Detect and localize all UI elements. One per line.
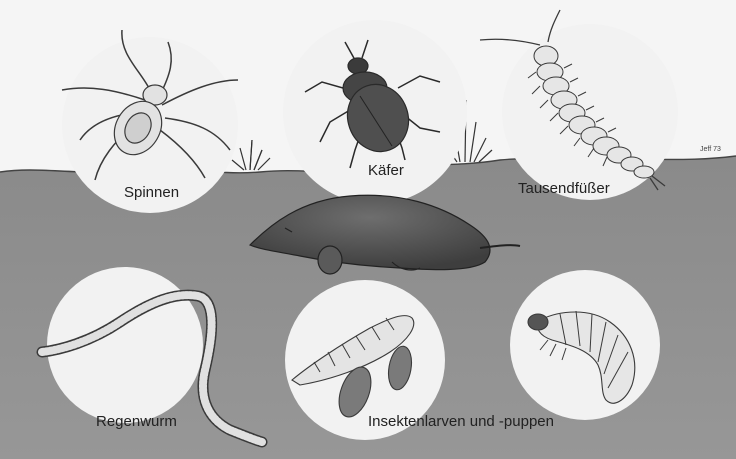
label-larvae: Insektenlarven und -puppen — [368, 413, 554, 430]
label-beetle: Käfer — [368, 162, 404, 179]
artist-signature: Jeff 73 — [700, 146, 721, 153]
label-spiders: Spinnen — [124, 184, 179, 201]
label-earthworm: Regenwurm — [96, 413, 177, 430]
label-millipede: Tausendfüßer — [518, 180, 610, 197]
